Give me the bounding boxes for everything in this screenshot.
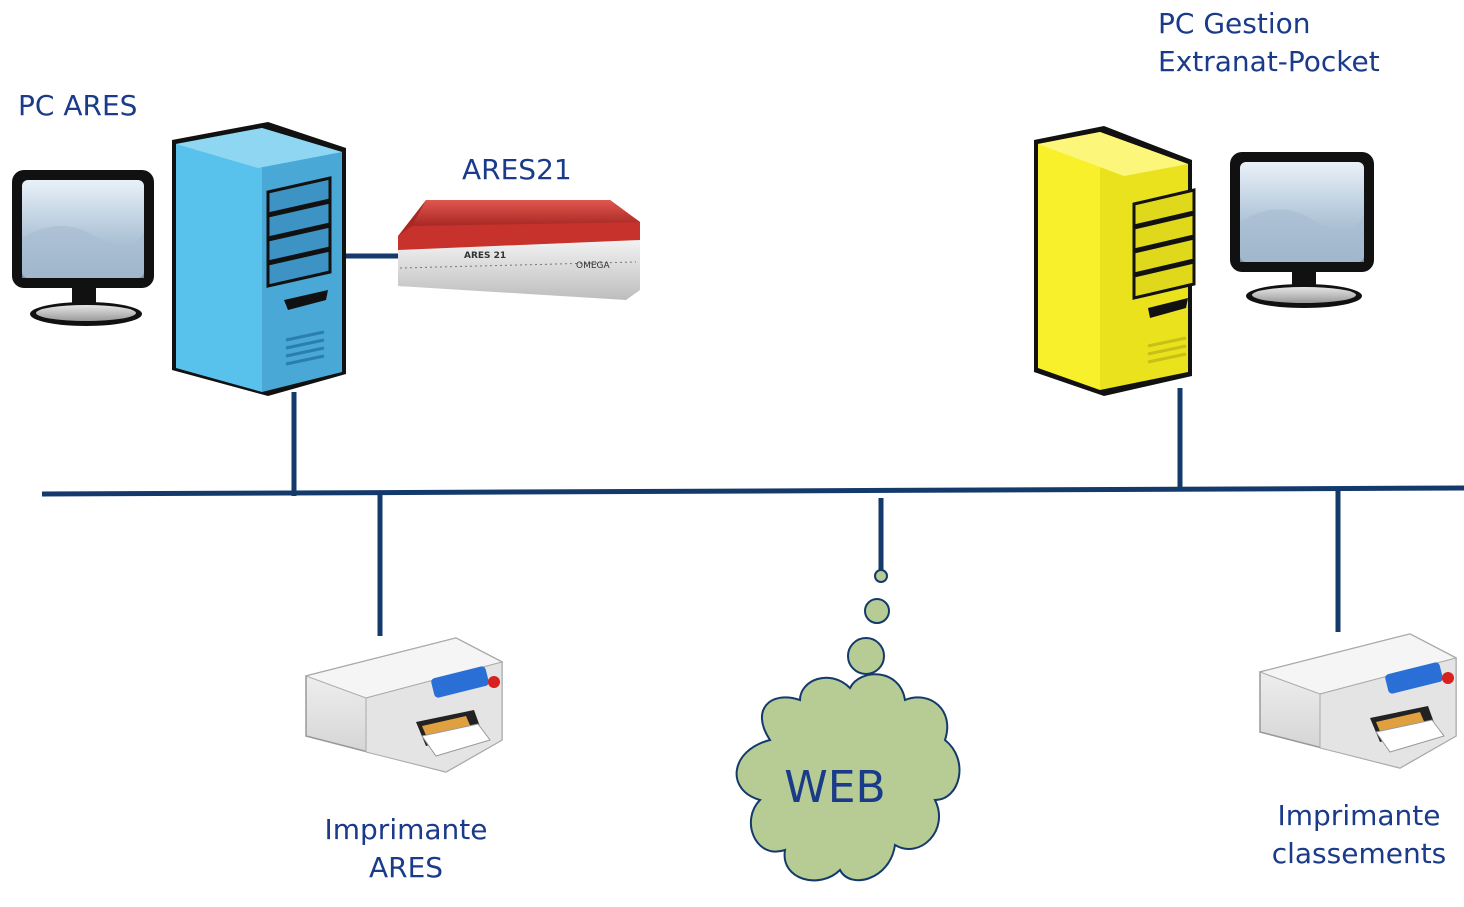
omega-logo-text: OMEGA bbox=[576, 261, 611, 271]
network-lines bbox=[41, 253, 1464, 636]
printer-classements-label-line1: Imprimante bbox=[1277, 799, 1441, 832]
ares21-label: ARES21 bbox=[462, 153, 572, 186]
pc-ares-label: PC ARES bbox=[18, 89, 138, 122]
printer-ares-icon bbox=[304, 637, 504, 773]
printer-classements-icon bbox=[1258, 633, 1458, 769]
ares21-device-icon: ARES 21 OMEGA bbox=[398, 200, 640, 300]
printer-ares-label-line2: ARES bbox=[368, 851, 444, 884]
printer-classements-label-line2: classements bbox=[1271, 837, 1447, 870]
monitor-gestion-icon bbox=[1230, 152, 1374, 308]
pc-gestion-label-line1: PC Gestion bbox=[1158, 7, 1311, 40]
printer-ares-label-line1: Imprimante bbox=[324, 813, 488, 846]
pc-ares-tower-icon bbox=[172, 122, 346, 396]
web-cloud-icon bbox=[735, 569, 961, 882]
pc-gestion-tower-icon bbox=[1034, 126, 1196, 396]
pc-gestion-label-line2: Extranat-Pocket bbox=[1158, 45, 1380, 78]
network-backbone bbox=[41, 485, 1464, 497]
ares21-device-text: ARES 21 bbox=[464, 251, 506, 261]
monitor-ares-icon bbox=[12, 170, 154, 326]
web-label: WEB bbox=[784, 762, 886, 813]
